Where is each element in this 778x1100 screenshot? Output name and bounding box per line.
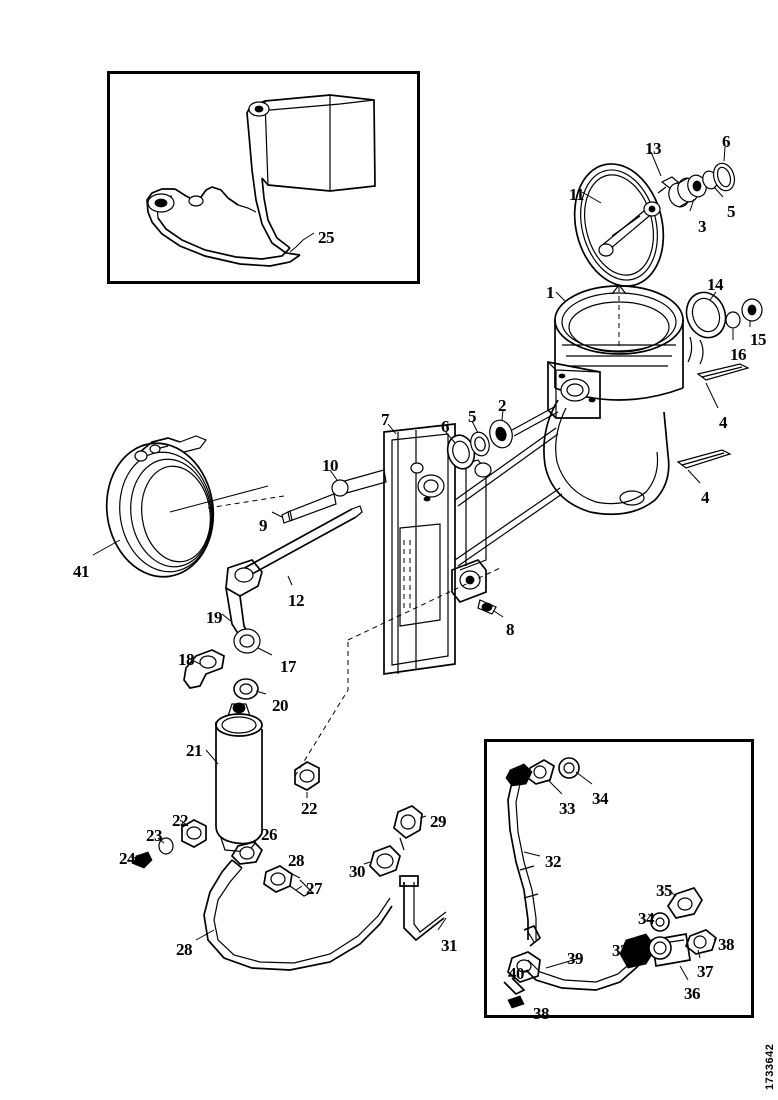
- callout-41: 41: [73, 562, 90, 581]
- callout-3: 3: [698, 217, 707, 236]
- callout-9: 9: [259, 516, 268, 535]
- fuel-filter-canister: [130, 567, 501, 869]
- filter-cap-assembly: [573, 146, 736, 350]
- callout-20: 20: [272, 696, 289, 715]
- callout-36: 36: [684, 984, 701, 1003]
- coiled-hose: [92, 435, 285, 578]
- callout-6-plate: 6: [441, 417, 450, 436]
- callout-5-cap: 5: [727, 202, 736, 221]
- callout-34-lower: 34: [638, 909, 655, 928]
- callout-23: 23: [146, 826, 163, 845]
- bolt-and-tube-group: [183, 469, 387, 700]
- inset-bracket-part: [146, 94, 376, 267]
- callout-22-left: 22: [172, 811, 189, 830]
- callout-12: 12: [288, 591, 305, 610]
- callout-31: 31: [441, 936, 458, 955]
- callout-29: 29: [430, 812, 447, 831]
- callout-8: 8: [506, 620, 515, 639]
- drawing-number: 1733642: [764, 1043, 776, 1090]
- callout-40: 40: [508, 964, 525, 983]
- callout-4-upper: 4: [719, 413, 728, 432]
- callout-28-lower: 28: [176, 940, 193, 959]
- callout-26: 26: [261, 825, 278, 844]
- callout-30: 30: [349, 862, 366, 881]
- callout-38-lower: 38: [533, 1004, 550, 1023]
- filter-housing-body: [543, 285, 763, 516]
- callout-32: 32: [545, 852, 562, 871]
- mounting-plate: [383, 405, 563, 675]
- callout-13: 13: [645, 139, 662, 158]
- callout-7: 7: [381, 410, 390, 429]
- callout-1: 1: [546, 283, 555, 302]
- lower-hose-assembly: [195, 805, 447, 971]
- callout-16: 16: [730, 345, 747, 364]
- callout-2: 2: [498, 396, 507, 415]
- callout-25: 25: [318, 228, 335, 247]
- callout-5-plate: 5: [468, 407, 477, 426]
- callout-22-right: 22: [301, 799, 318, 818]
- callout-28-upper: 28: [288, 851, 305, 870]
- callout-33-upper: 33: [559, 799, 576, 818]
- callout-11: 11: [569, 185, 585, 204]
- callout-15: 15: [750, 330, 767, 349]
- callout-18: 18: [178, 650, 195, 669]
- callout-19: 19: [206, 608, 223, 627]
- callout-34-upper: 34: [592, 789, 609, 808]
- callout-27: 27: [306, 879, 323, 898]
- callout-10: 10: [322, 456, 339, 475]
- callout-24: 24: [119, 849, 136, 868]
- inset-line-assembly: [503, 757, 717, 1009]
- callout-33-lower: 33: [612, 941, 629, 960]
- callout-37: 37: [697, 962, 714, 981]
- callout-6-cap: 6: [722, 132, 731, 151]
- callout-35: 35: [656, 881, 673, 900]
- callout-38-upper: 38: [718, 935, 735, 954]
- callout-4-lower: 4: [701, 488, 710, 507]
- callout-17: 17: [280, 657, 297, 676]
- callout-21: 21: [186, 741, 203, 760]
- callout-14: 14: [707, 275, 724, 294]
- callout-39: 39: [567, 949, 584, 968]
